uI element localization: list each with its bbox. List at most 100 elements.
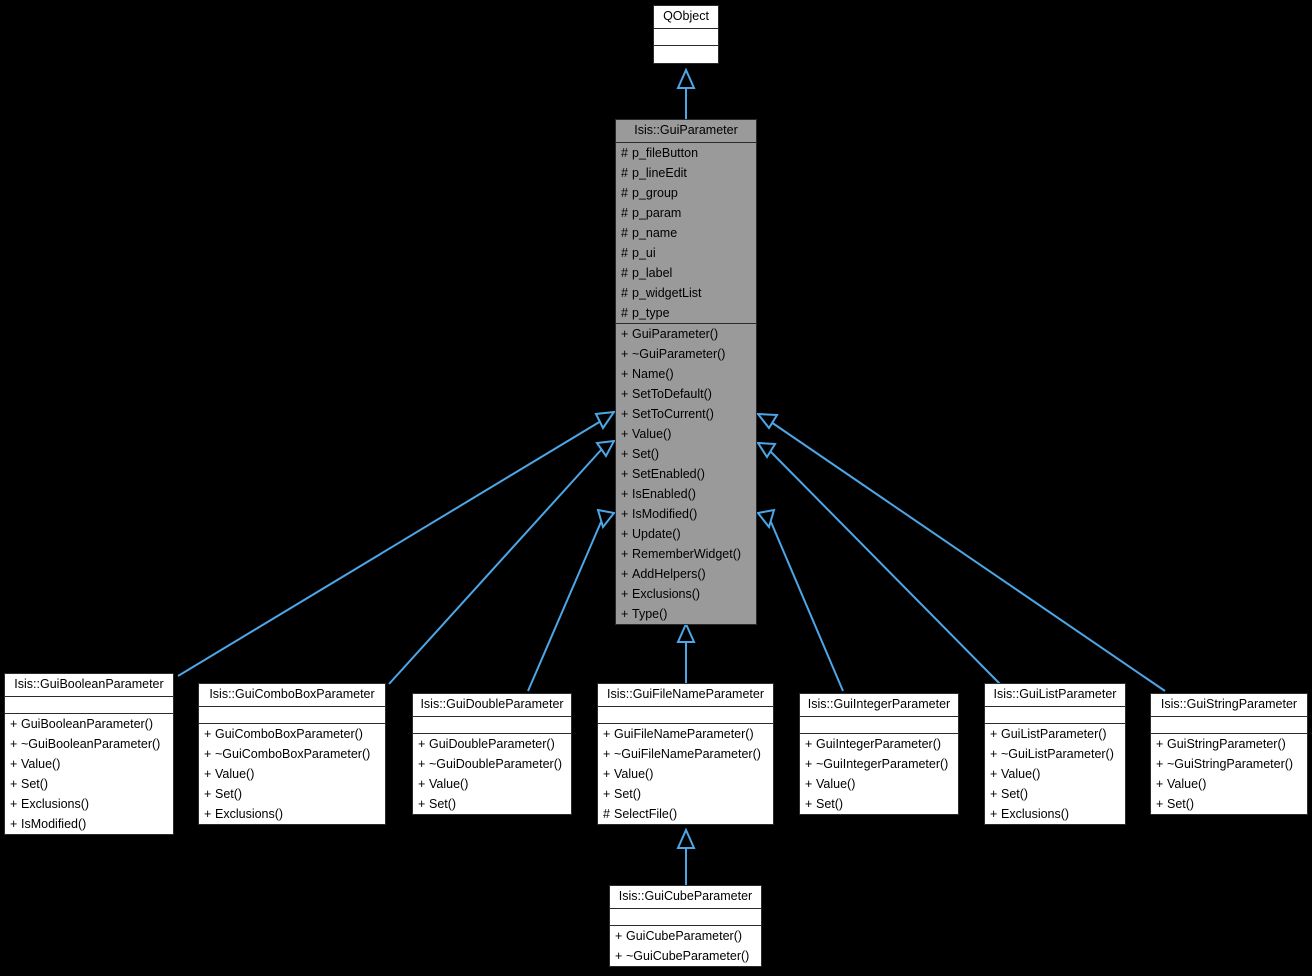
uml-method-row: +Exclusions() bbox=[616, 584, 756, 604]
uml-class-guicubeparameter[interactable]: Isis::GuiCubeParameter+GuiCubeParameter(… bbox=[609, 885, 762, 967]
visibility-marker: + bbox=[1156, 736, 1164, 751]
visibility-marker: + bbox=[603, 746, 611, 761]
uml-method-row: +Value() bbox=[413, 774, 571, 794]
uml-method-row: +Set() bbox=[598, 784, 773, 804]
uml-method-label: GuiBooleanParameter() bbox=[21, 716, 154, 731]
uml-class-guifilenameparameter[interactable]: Isis::GuiFileNameParameter+GuiFileNamePa… bbox=[597, 683, 774, 825]
visibility-marker: + bbox=[1156, 776, 1164, 791]
uml-method-label: Exclusions() bbox=[21, 796, 90, 811]
uml-class-title: Isis::GuiFileNameParameter bbox=[598, 684, 773, 707]
uml-class-title: Isis::GuiComboBoxParameter bbox=[199, 684, 385, 707]
uml-method-label: IsEnabled() bbox=[632, 486, 696, 501]
edge-guifilenameparameter-to-guiparameter bbox=[676, 621, 696, 683]
uml-method-row: +Value() bbox=[800, 774, 958, 794]
uml-attributes-compartment bbox=[654, 29, 718, 46]
visibility-marker: + bbox=[603, 766, 611, 781]
uml-method-row: +Set() bbox=[1151, 794, 1307, 814]
visibility-marker: + bbox=[418, 776, 426, 791]
uml-attribute-row: #p_widgetList bbox=[616, 283, 756, 303]
uml-class-guicomboboxparameter[interactable]: Isis::GuiComboBoxParameter+GuiComboBoxPa… bbox=[198, 683, 386, 825]
uml-method-row: +GuiCubeParameter() bbox=[610, 926, 761, 946]
uml-attribute-row: #p_param bbox=[616, 203, 756, 223]
visibility-marker: + bbox=[418, 796, 426, 811]
uml-method-label: GuiFileNameParameter() bbox=[614, 726, 754, 741]
visibility-marker: + bbox=[621, 606, 629, 621]
uml-methods-compartment: +GuiCubeParameter()+~GuiCubeParameter() bbox=[610, 926, 761, 966]
visibility-marker: + bbox=[418, 756, 426, 771]
uml-method-row: +~GuiDoubleParameter() bbox=[413, 754, 571, 774]
uml-attributes-compartment bbox=[413, 717, 571, 734]
uml-method-row: +IsModified() bbox=[5, 814, 173, 834]
uml-class-guiintegerparameter[interactable]: Isis::GuiIntegerParameter+GuiIntegerPara… bbox=[799, 693, 959, 815]
visibility-marker: # bbox=[621, 245, 628, 260]
uml-method-label: ~GuiCubeParameter() bbox=[626, 948, 750, 963]
uml-class-guilistparameter[interactable]: Isis::GuiListParameter+GuiListParameter(… bbox=[984, 683, 1126, 825]
visibility-marker: + bbox=[1156, 756, 1164, 771]
uml-class-qobject[interactable]: QObject bbox=[653, 5, 719, 64]
uml-class-title: Isis::GuiParameter bbox=[616, 120, 756, 143]
uml-methods-compartment: +GuiFileNameParameter()+~GuiFileNamePara… bbox=[598, 724, 773, 824]
uml-method-row: +Update() bbox=[616, 524, 756, 544]
uml-method-label: Set() bbox=[1167, 796, 1195, 811]
uml-method-label: Name() bbox=[632, 366, 674, 381]
uml-method-label: RememberWidget() bbox=[632, 546, 742, 561]
visibility-marker: + bbox=[990, 726, 998, 741]
uml-method-row: +Set() bbox=[616, 444, 756, 464]
uml-method-label: GuiComboBoxParameter() bbox=[215, 726, 363, 741]
visibility-marker: + bbox=[603, 786, 611, 801]
uml-method-label: Exclusions() bbox=[1001, 806, 1070, 821]
uml-method-label: IsModified() bbox=[632, 506, 698, 521]
uml-methods-compartment: +GuiIntegerParameter()+~GuiIntegerParame… bbox=[800, 734, 958, 814]
uml-method-label: Exclusions() bbox=[632, 586, 701, 601]
uml-method-label: GuiIntegerParameter() bbox=[816, 736, 942, 751]
uml-class-guiparameter[interactable]: Isis::GuiParameter#p_fileButton# p_lineEd… bbox=[615, 119, 757, 625]
visibility-marker: + bbox=[418, 736, 426, 751]
uml-class-guibooleanparameter[interactable]: Isis::GuiBooleanParameter+GuiBooleanPara… bbox=[4, 673, 174, 835]
uml-methods-compartment: +GuiDoubleParameter()+~GuiDoubleParamete… bbox=[413, 734, 571, 814]
uml-attribute-row: #p_label bbox=[616, 263, 756, 283]
uml-attribute-label: p_lineEdit bbox=[632, 165, 687, 180]
uml-method-row: +Exclusions() bbox=[5, 794, 173, 814]
visibility-marker: + bbox=[621, 366, 629, 381]
uml-method-row: +Value() bbox=[598, 764, 773, 784]
uml-class-title: Isis::GuiStringParameter bbox=[1151, 694, 1307, 717]
uml-attribute-row: #p_fileButton bbox=[616, 143, 756, 163]
uml-attributes-compartment bbox=[5, 697, 173, 714]
edge-guistringparameter-to-guiparameter bbox=[755, 412, 1166, 692]
uml-method-row: +GuiStringParameter() bbox=[1151, 734, 1307, 754]
uml-method-label: GuiCubeParameter() bbox=[626, 928, 743, 943]
visibility-marker: + bbox=[805, 796, 813, 811]
uml-methods-compartment bbox=[654, 46, 718, 63]
visibility-marker: + bbox=[621, 426, 629, 441]
visibility-marker: + bbox=[10, 816, 18, 831]
uml-attribute-label: p_ui bbox=[632, 245, 656, 260]
uml-method-label: Update() bbox=[632, 526, 681, 541]
visibility-marker: + bbox=[615, 948, 623, 963]
uml-class-guidoubleparameter[interactable]: Isis::GuiDoubleParameter+GuiDoubleParame… bbox=[412, 693, 572, 815]
edge-guiparameter-to-qobject bbox=[676, 67, 696, 119]
uml-methods-compartment: +GuiComboBoxParameter()+~GuiComboBoxPara… bbox=[199, 724, 385, 824]
visibility-marker: # bbox=[621, 285, 628, 300]
uml-method-row: +~GuiCubeParameter() bbox=[610, 946, 761, 966]
uml-method-row: +~GuiIntegerParameter() bbox=[800, 754, 958, 774]
visibility-marker: + bbox=[805, 756, 813, 771]
visibility-marker: # bbox=[621, 225, 628, 240]
uml-method-row: +~GuiFileNameParameter() bbox=[598, 744, 773, 764]
uml-method-row: +Exclusions() bbox=[985, 804, 1125, 824]
uml-method-label: Value() bbox=[21, 756, 61, 771]
uml-class-title: Isis::GuiIntegerParameter bbox=[800, 694, 958, 717]
uml-class-guistringparameter[interactable]: Isis::GuiStringParameter+GuiStringParame… bbox=[1150, 693, 1308, 815]
uml-method-row: +IsModified() bbox=[616, 504, 756, 524]
visibility-marker: # bbox=[603, 806, 610, 821]
edge-guilistparameter-to-guiparameter bbox=[756, 441, 1001, 685]
uml-method-label: Value() bbox=[429, 776, 469, 791]
uml-method-row: +GuiFileNameParameter() bbox=[598, 724, 773, 744]
uml-attribute-label: p_name bbox=[632, 225, 678, 240]
uml-method-row: +Set() bbox=[800, 794, 958, 814]
uml-method-row: #SelectFile() bbox=[598, 804, 773, 824]
uml-method-label: GuiListParameter() bbox=[1001, 726, 1107, 741]
uml-method-row: +Set() bbox=[5, 774, 173, 794]
uml-method-row: +Set() bbox=[985, 784, 1125, 804]
uml-method-label: ~GuiFileNameParameter() bbox=[614, 746, 761, 761]
